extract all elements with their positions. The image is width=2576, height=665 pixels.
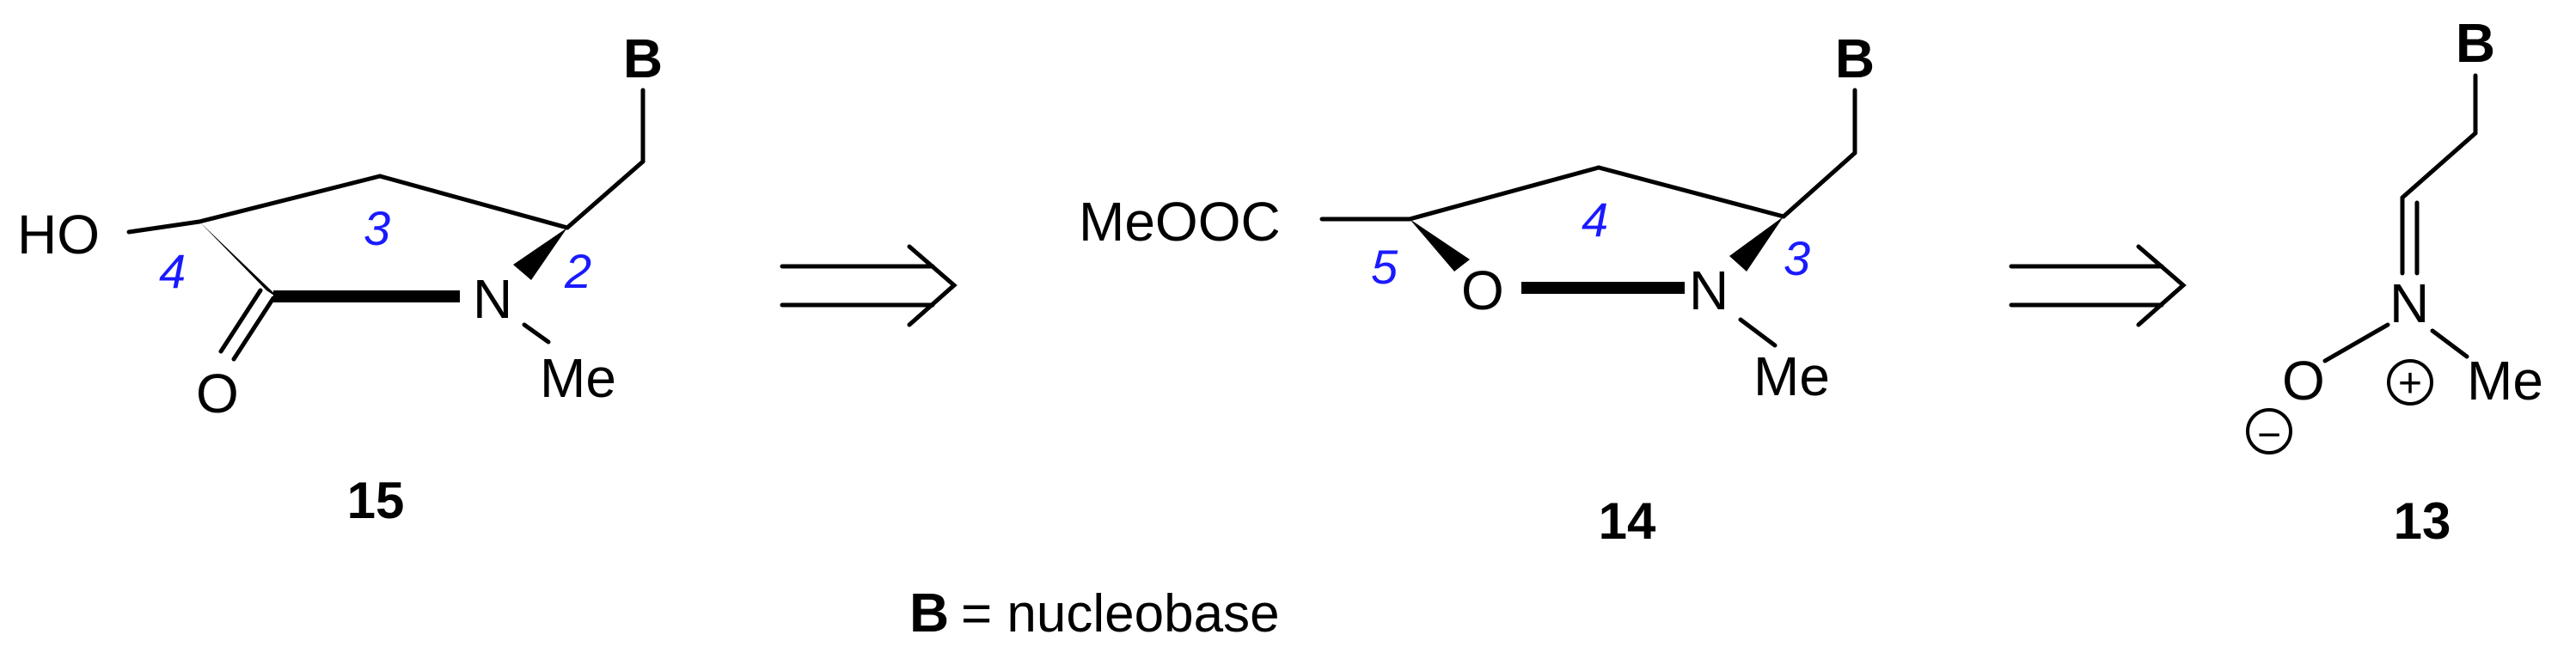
ring-oxygen-label: O xyxy=(1461,259,1504,321)
bond-CH2-C2 xyxy=(565,159,646,230)
methyl-label: Me xyxy=(540,347,616,409)
legend-text: = nucleobase xyxy=(961,584,1280,644)
ester-label: MeOOC xyxy=(1079,191,1281,253)
svg-text:−: − xyxy=(2257,412,2281,458)
oxygen-label: O xyxy=(2282,350,2325,412)
compound-15: B HO N Me O 4 3 2 15 xyxy=(17,27,663,529)
compound-14: B MeOOC O N Me 5 4 3 14 xyxy=(1079,27,1875,550)
bond-CH2-CH xyxy=(2400,131,2478,200)
carbonyl-bond-1 xyxy=(231,296,276,362)
wedge-C3-N xyxy=(1729,217,1784,271)
wedge-C4-C5 xyxy=(199,222,282,301)
compound-number-13: 13 xyxy=(2394,492,2451,550)
bond-N-Me xyxy=(522,322,551,345)
bond-HO-C4 xyxy=(126,219,202,235)
ring-position-3: 3 xyxy=(1784,231,1810,285)
bond-CH2-C3 xyxy=(1781,150,1857,219)
wedge-C5-O xyxy=(1410,219,1470,271)
bond-C3-C4 xyxy=(1596,165,1786,219)
ring-position-5: 5 xyxy=(1371,240,1398,294)
negative-charge: − xyxy=(2246,408,2292,458)
carbonyl-oxygen-label: O xyxy=(196,363,239,424)
ring-position-4: 4 xyxy=(1582,192,1608,247)
retrosynthetic-arrow-1 xyxy=(780,244,958,327)
bond-N-Me xyxy=(1738,317,1778,348)
carbonyl-bond-2 xyxy=(218,288,263,354)
compound-number-15: 15 xyxy=(347,472,405,529)
substituent-B-label: B xyxy=(1835,27,1875,89)
nitrogen-label: N xyxy=(2389,272,2429,334)
substituent-B-label: B xyxy=(2456,12,2495,74)
bond-N-O xyxy=(2322,322,2390,363)
compound-number-14: 14 xyxy=(1599,492,1656,550)
bond-N-Me xyxy=(2430,328,2469,359)
substituent-B-label: B xyxy=(623,27,663,89)
nitrogen-label: N xyxy=(1689,259,1729,321)
methyl-label: Me xyxy=(2467,350,2543,412)
methyl-label: Me xyxy=(1753,345,1830,407)
bond-C3-C4 xyxy=(197,174,382,224)
bond-C4-C5 xyxy=(1407,165,1601,222)
wedge-C2-N xyxy=(513,228,567,280)
legend-B: B xyxy=(909,582,949,644)
legend: B = nucleobase xyxy=(909,582,1280,644)
nitrogen-label: N xyxy=(473,268,512,330)
hydroxyl-label: HO xyxy=(17,204,100,265)
ring-position-2: 2 xyxy=(564,244,591,298)
ring-position-4: 4 xyxy=(159,244,186,298)
positive-charge: + xyxy=(2387,359,2433,406)
bond-C2-C3 xyxy=(377,174,570,230)
compound-13: B N O Me − + 13 xyxy=(2246,12,2543,550)
svg-text:+: + xyxy=(2398,361,2422,406)
ring-position-3: 3 xyxy=(364,201,390,255)
retrosynthetic-arrow-2 xyxy=(2009,244,2187,327)
